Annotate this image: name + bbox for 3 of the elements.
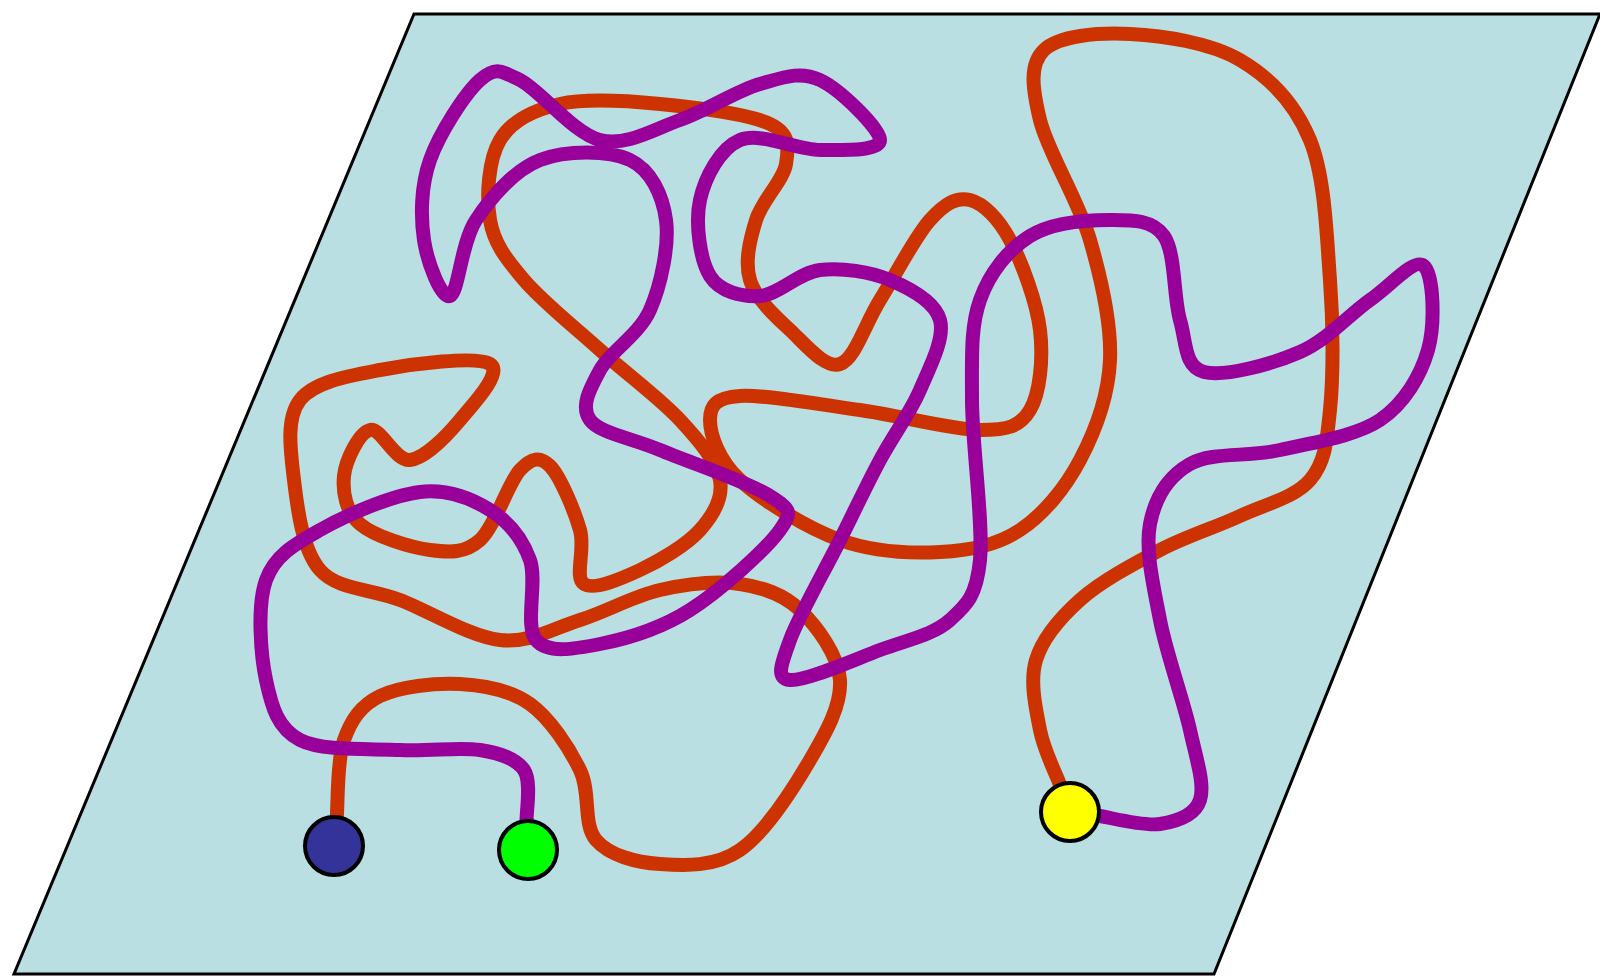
end-circle <box>302 814 366 878</box>
end-circle <box>1038 780 1102 844</box>
end-circle <box>496 818 560 882</box>
